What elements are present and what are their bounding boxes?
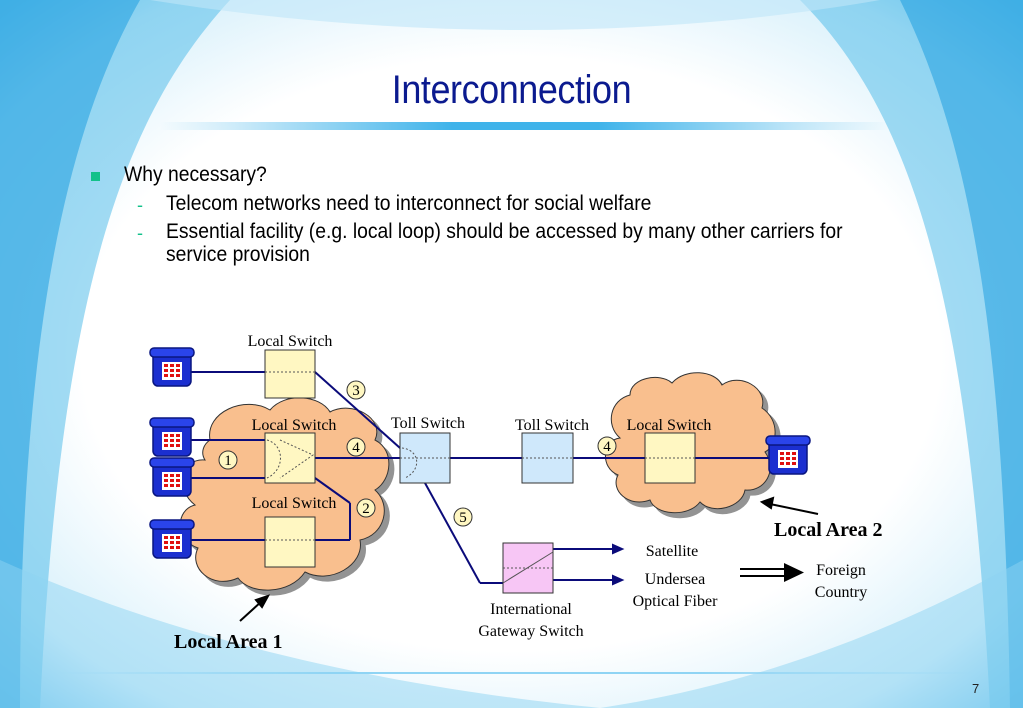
sub-bullet-dash-icon: - <box>137 223 143 243</box>
sub-bullet-2: Essential facility (e.g. local loop) sho… <box>166 220 843 243</box>
telephone-icon <box>149 417 195 457</box>
label-satellite: Satellite <box>646 543 698 560</box>
label-local-area-2: Local Area 2 <box>774 519 883 541</box>
local-area-1-cloud <box>179 397 390 591</box>
local-switch-top <box>264 349 316 399</box>
label-international: International <box>490 601 572 618</box>
sub-bullet-2-continued: service provision <box>166 243 310 266</box>
telephone-icon <box>149 457 195 497</box>
label-toll-switch-2: Toll Switch <box>515 417 589 434</box>
telephone-icon <box>149 347 195 387</box>
label-toll-switch-1: Toll Switch <box>391 415 465 432</box>
title-underline <box>160 122 890 130</box>
marker-4-left: 4 <box>352 440 360 456</box>
label-undersea: Undersea <box>645 571 705 588</box>
label-country: Country <box>815 584 867 601</box>
label-local-switch-right: Local Switch <box>627 417 712 434</box>
sub-bullet-1: Telecom networks need to interconnect fo… <box>166 192 652 215</box>
bullet-text: Why necessary? <box>124 163 267 186</box>
local-switch-bottom <box>264 516 316 568</box>
label-local-switch-mid: Local Switch <box>252 417 337 434</box>
label-foreign: Foreign <box>816 562 866 579</box>
page-number: 7 <box>972 681 980 696</box>
marker-2: 2 <box>362 501 370 517</box>
label-local-switch-bottom: Local Switch <box>252 495 337 512</box>
label-optical-fiber: Optical Fiber <box>633 593 719 610</box>
footer-rule <box>50 672 980 674</box>
telephone-icon <box>765 435 811 475</box>
sub-bullet-dash-icon: - <box>137 195 143 215</box>
telephone-icon <box>149 519 195 559</box>
slide-title: Interconnection <box>391 68 632 112</box>
local-switch-mid <box>264 432 316 484</box>
bullet-square-icon <box>91 172 100 181</box>
double-arrow-icon <box>740 563 804 582</box>
label-gateway-switch: Gateway Switch <box>478 623 583 640</box>
marker-4-right: 4 <box>603 439 611 455</box>
label-local-area-1: Local Area 1 <box>174 631 283 653</box>
label-local-switch-top: Local Switch <box>248 333 333 350</box>
marker-3: 3 <box>352 383 360 399</box>
marker-5: 5 <box>459 510 467 526</box>
marker-1: 1 <box>224 453 232 469</box>
